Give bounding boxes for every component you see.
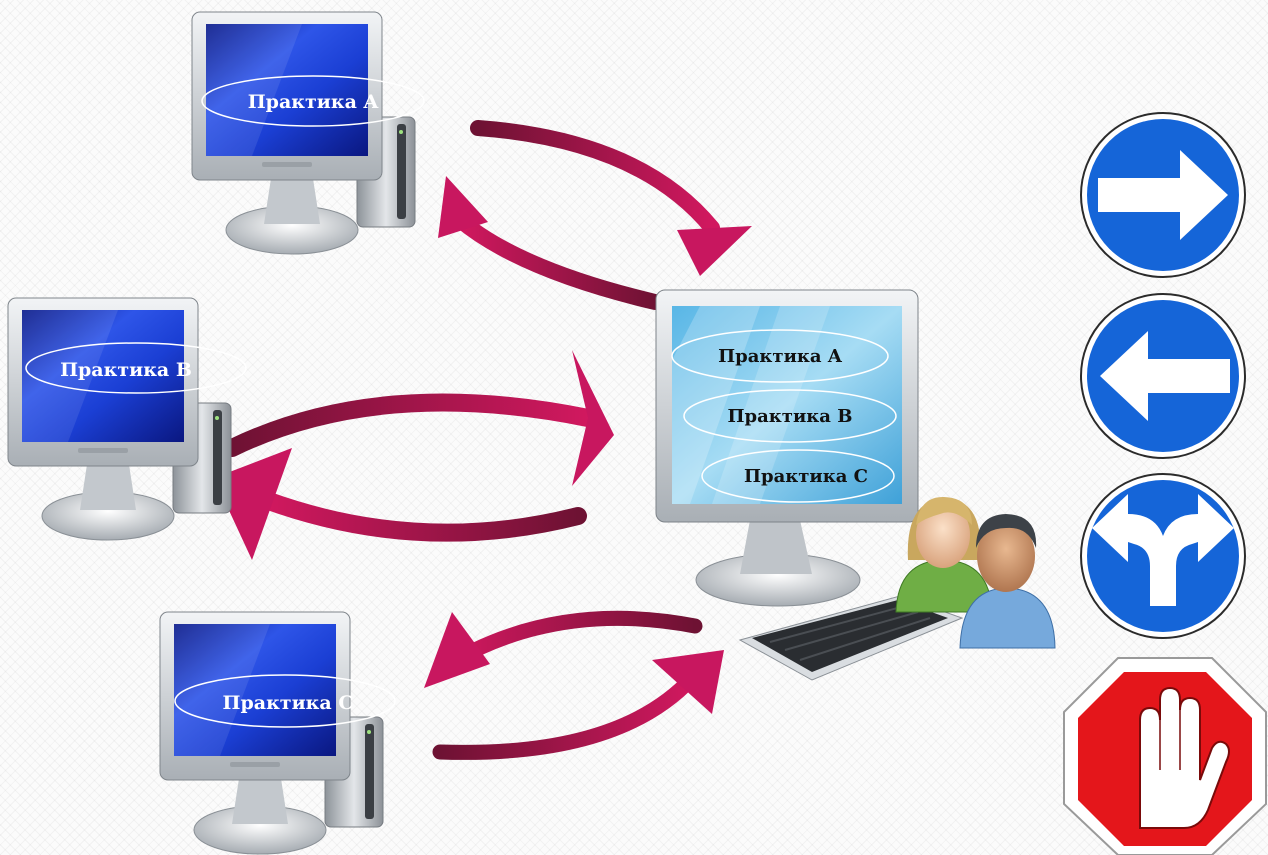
client-c-label: Практика C: [223, 692, 354, 714]
server-entry-b: Практика B: [728, 406, 853, 427]
arrow-right-sign-icon: [1080, 112, 1246, 278]
client-a-label: Практика A: [248, 91, 379, 113]
client-b-label: Практика B: [60, 359, 192, 381]
computer-icon: [7, 297, 232, 541]
stop-hand-sign-icon: [1063, 657, 1267, 855]
arrow-bottom-to-server: [432, 650, 724, 760]
arrow-mid-to-server: [223, 350, 614, 486]
two-users-icon: [895, 496, 1056, 649]
label-oval: [174, 674, 396, 728]
client-computer-c: Практика C: [159, 611, 396, 855]
computer-icon: [191, 11, 416, 255]
keyboard: [738, 595, 964, 681]
arrow-top-to-server: [470, 120, 752, 276]
computer-icon: [159, 611, 384, 855]
arrow-server-to-bottom: [424, 610, 703, 688]
client-computer-a: Практика A: [191, 11, 425, 255]
server-entry-a: Практика A: [718, 346, 843, 367]
fork-left-right-sign-icon: [1080, 473, 1246, 639]
label-oval: [201, 75, 425, 127]
server-entry-c: Практика C: [744, 466, 868, 487]
client-computer-b: Практика B: [7, 297, 247, 541]
arrow-server-to-mid: [214, 448, 587, 560]
arrow-server-to-top: [438, 176, 663, 310]
server-computer: Практика A Практика B Практика C: [655, 289, 964, 681]
label-oval: [25, 342, 247, 394]
arrow-left-sign-icon: [1080, 293, 1246, 459]
